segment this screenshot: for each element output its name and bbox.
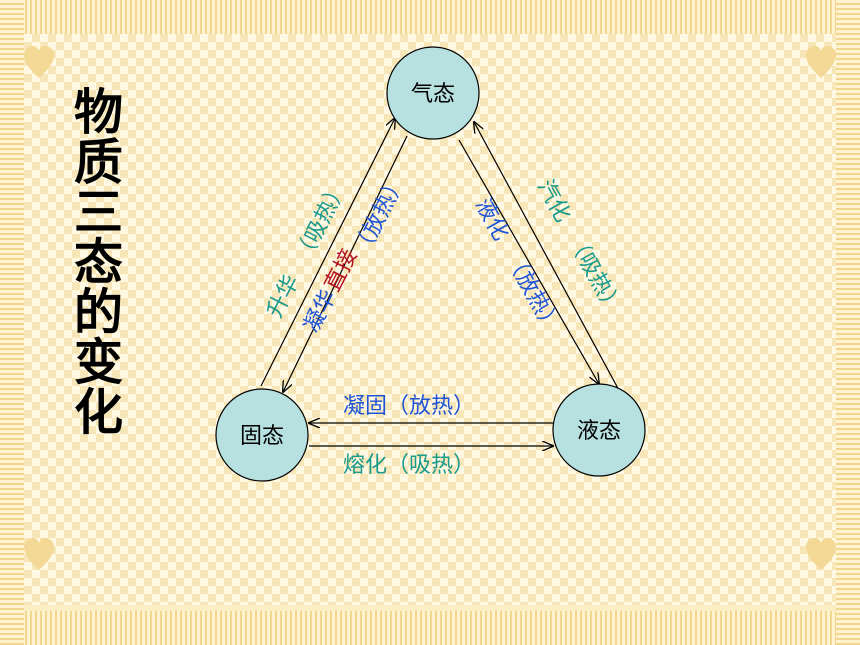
liquid-node: 液态 bbox=[552, 383, 646, 477]
solid-label: 固态 bbox=[240, 424, 284, 449]
deposition-arrow bbox=[283, 135, 408, 392]
deposition-heat-label: （放热） bbox=[349, 171, 411, 261]
liquefaction-arrow bbox=[458, 139, 599, 384]
vaporization-heat: （吸热） bbox=[562, 230, 627, 319]
vaporization-name: 汽化 bbox=[532, 176, 575, 227]
deposition-heat: （放热） bbox=[349, 171, 411, 261]
fringe-top bbox=[0, 0, 860, 34]
fringe-left bbox=[0, 0, 24, 645]
gas-label: 气态 bbox=[411, 82, 455, 107]
sublimation-name: 升华 bbox=[262, 271, 304, 322]
heart-icon bbox=[24, 538, 54, 570]
fringe-right bbox=[836, 0, 860, 645]
heart-icon bbox=[24, 46, 54, 78]
solid-node: 固态 bbox=[215, 388, 309, 482]
solidification-label: 凝固（放热） bbox=[343, 394, 475, 419]
gas-node: 气态 bbox=[386, 46, 480, 140]
vaporization-arrow bbox=[474, 122, 622, 395]
liquefaction-name: 液化 bbox=[470, 194, 513, 245]
liquefaction-heat: （放热） bbox=[500, 249, 565, 338]
sublimation-arrow bbox=[260, 118, 395, 387]
melting-label: 熔化（吸热） bbox=[343, 453, 475, 478]
heart-icon bbox=[806, 46, 836, 78]
deposition-name: 凝华 bbox=[299, 286, 341, 337]
liquid-label: 液态 bbox=[577, 419, 621, 444]
fringe-bottom bbox=[0, 611, 860, 645]
page-title: 物质三态的变化 bbox=[66, 86, 123, 436]
heart-icon bbox=[806, 538, 836, 570]
